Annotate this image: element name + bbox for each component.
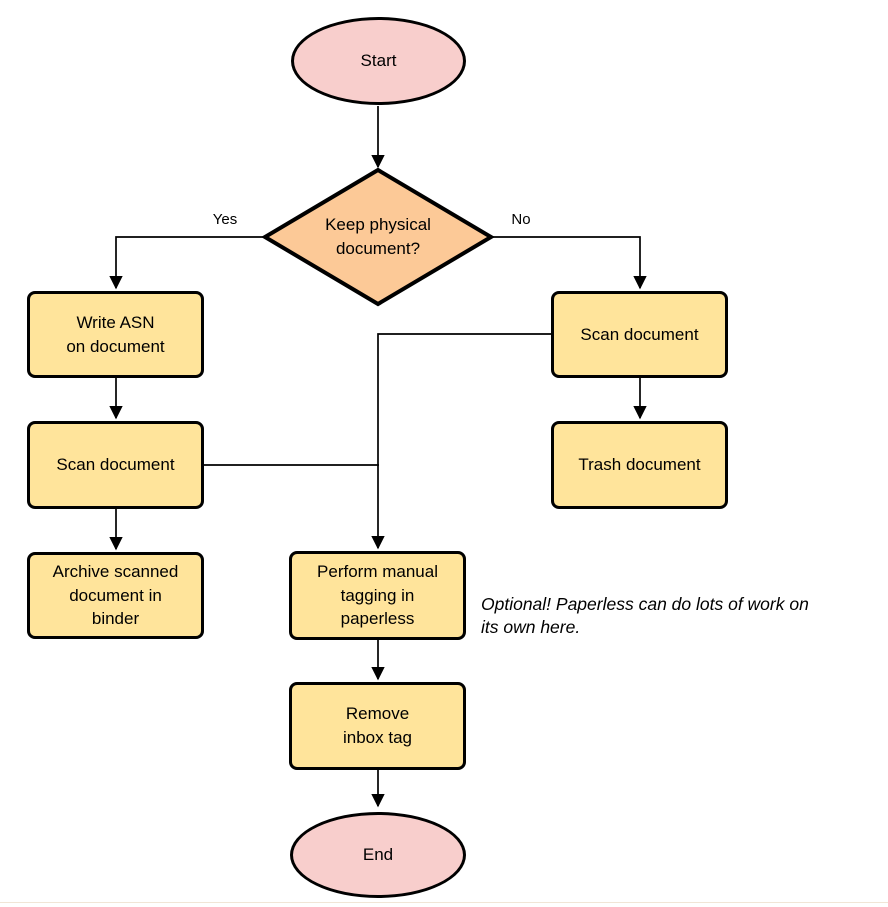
edge-label-yes: Yes (212, 211, 238, 228)
note-optional: Optional! Paperless can do lots of work … (481, 594, 809, 638)
decision-diamond-shape (261, 167, 495, 307)
edge-scan-right-to-tagging (371, 333, 551, 550)
node-remove-inbox-tag: Remove inbox tag (289, 682, 466, 770)
node-scan-document-right: Scan document (551, 291, 728, 378)
node-decision-label: Keep physical document? (325, 215, 431, 258)
node-trash-document: Trash document (551, 421, 728, 509)
node-end: End (290, 812, 466, 898)
edge-decision-to-write-asn (109, 236, 265, 290)
node-start: Start (291, 17, 466, 105)
bottom-rule (0, 902, 888, 903)
node-archive-scanned: Archive scanned document in binder (27, 552, 204, 639)
node-scan-document-left: Scan document (27, 421, 204, 509)
node-manual-tagging: Perform manual tagging in paperless (289, 551, 466, 640)
edge-label-no: No (511, 211, 531, 228)
edge-decision-to-scan-right (491, 236, 647, 290)
node-write-asn: Write ASN on document (27, 291, 204, 378)
